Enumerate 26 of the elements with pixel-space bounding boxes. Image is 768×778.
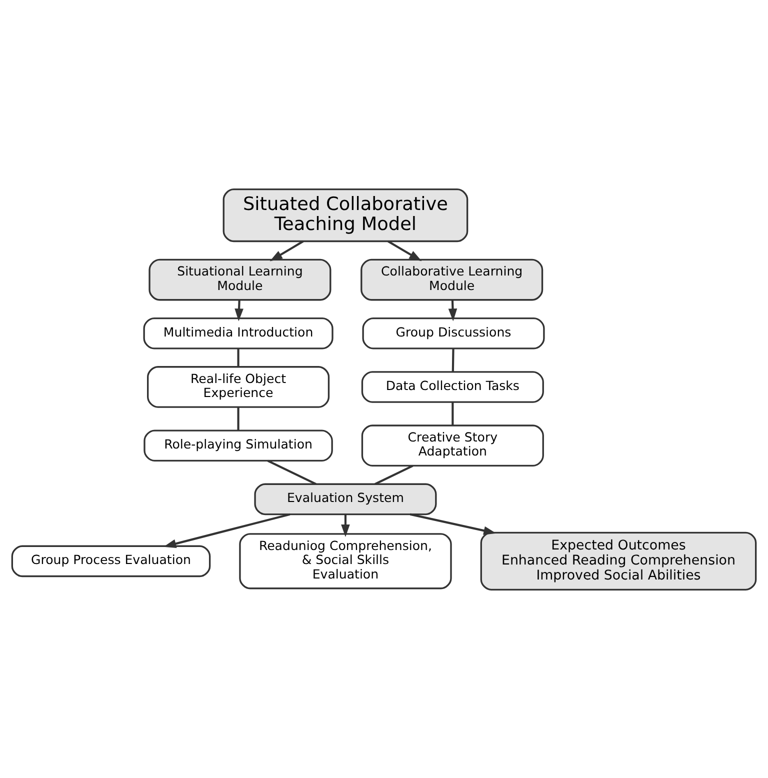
connector	[452, 348, 454, 372]
node-box: Expected Outcomes Enhanced Reading Comprehension Improved Social Abilities	[480, 531, 757, 590]
node-box: Real-life Object Experience	[147, 366, 330, 408]
node-box: Readuniog Comprehension, & Social Skills Evaluation	[239, 532, 452, 589]
node-box: Role-playing Simulation	[144, 429, 333, 462]
arrow	[448, 299, 458, 321]
connector	[237, 406, 240, 430]
arrow	[410, 512, 496, 534]
node-box: Group Process Evaluation	[11, 544, 211, 577]
arrow	[388, 240, 422, 261]
arrow	[234, 299, 244, 321]
node-box: Collaborative Learning Module	[360, 258, 544, 300]
node-box: Group Discussions	[362, 316, 545, 349]
node-box: Situated Collaborative Teaching Model	[222, 188, 468, 242]
connector	[237, 348, 240, 366]
connector	[267, 459, 316, 485]
connector	[452, 402, 454, 425]
arrow	[164, 512, 290, 548]
arrow	[270, 240, 304, 261]
node-box: Situational Learning Module	[148, 258, 332, 300]
node-box: Creative Story Adaptation	[361, 424, 544, 466]
node-box: Data Collection Tasks	[361, 370, 544, 402]
node-box: Evaluation System	[254, 482, 437, 515]
connector	[374, 464, 414, 484]
node-box: Multimedia Introduction	[143, 316, 334, 349]
arrow	[341, 514, 350, 537]
